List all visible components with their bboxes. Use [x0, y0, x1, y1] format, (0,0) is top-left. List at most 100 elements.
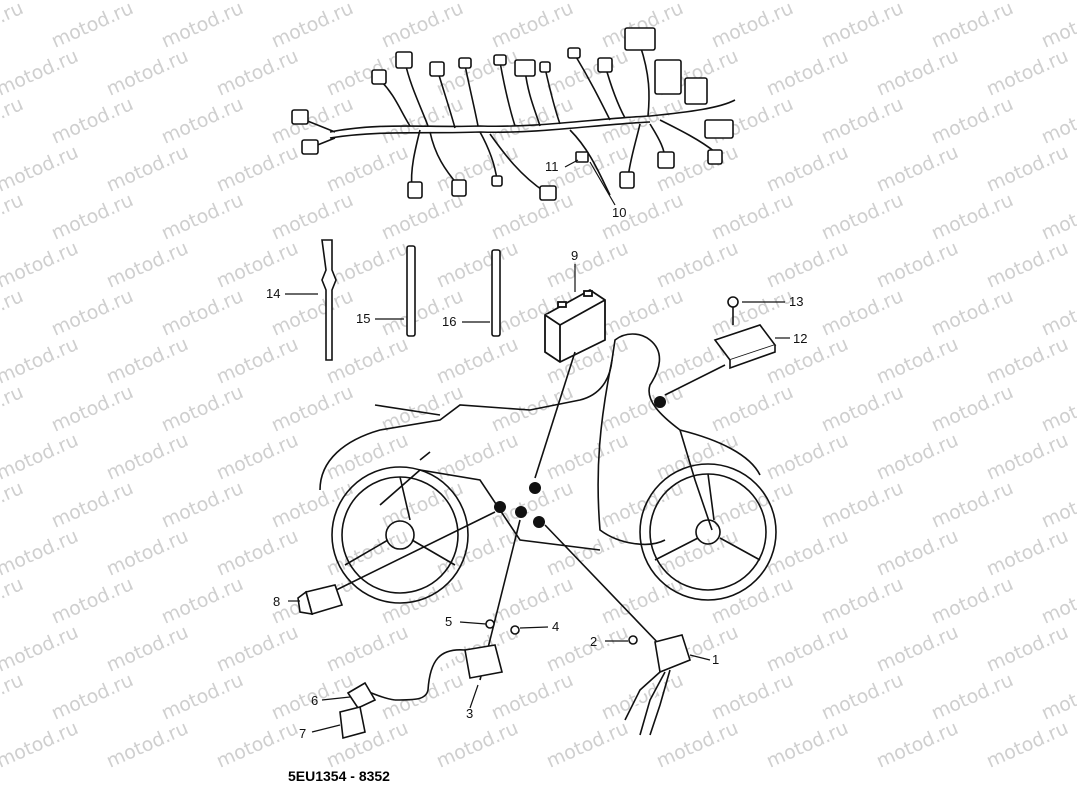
watermark-text: motod.ru: [158, 573, 247, 629]
callout-2: 2: [590, 634, 597, 649]
watermark-text: motod.ru: [928, 189, 1017, 245]
callout-14: 14: [266, 286, 280, 301]
watermark-text: motod.ru: [103, 141, 192, 197]
watermark-text: motod.ru: [158, 93, 247, 149]
watermark-text: motod.ru: [983, 333, 1072, 389]
watermark-text: motod.ru: [268, 0, 357, 53]
watermark-text: motod.ru: [653, 237, 742, 293]
watermark-text: motod.ru: [103, 621, 192, 677]
watermark-text: motod.ru: [543, 525, 632, 581]
watermark-text: motod.ru: [0, 381, 27, 437]
watermark-text: motod.ru: [928, 669, 1017, 725]
watermark-text: motod.ru: [0, 237, 82, 293]
watermark-text: motod.ru: [818, 381, 907, 437]
watermark-text: motod.ru: [378, 285, 467, 341]
watermark-text: motod.ru: [818, 93, 907, 149]
watermark-text: motod.ru: [763, 429, 852, 485]
watermark-text: motod.ru: [48, 93, 137, 149]
callout-5: 5: [445, 614, 452, 629]
watermark-text: motod.ru: [0, 45, 82, 101]
mounting-points: [494, 396, 666, 528]
watermark-text: motod.ru: [268, 381, 357, 437]
watermark-text: motod.ru: [1038, 0, 1077, 53]
watermark-text: motod.ru: [0, 141, 82, 197]
watermark-text: motod.ru: [488, 0, 577, 53]
watermark-text: motod.ru: [708, 381, 797, 437]
callout-11: 11: [545, 159, 559, 174]
watermark-text: motod.ru: [213, 333, 302, 389]
watermark-text: motod.ru: [48, 477, 137, 533]
watermark-text: motod.ru: [48, 285, 137, 341]
watermark-text: motod.ru: [1038, 189, 1077, 245]
watermark-text: motod.ru: [763, 237, 852, 293]
watermark-text: motod.ru: [1038, 669, 1077, 725]
watermark-text: motod.ru: [983, 525, 1072, 581]
watermark-text: motod.ru: [378, 0, 467, 53]
watermark-text: motod.ru: [818, 0, 907, 53]
watermark-text: motod.ru: [158, 477, 247, 533]
watermark-text: motod.ru: [433, 525, 522, 581]
watermark-text: motod.ru: [873, 237, 962, 293]
cdi-unit-1: [624, 634, 691, 736]
watermark-text: motod.ru: [543, 45, 632, 101]
watermark-text: motod.ru: [0, 189, 27, 245]
watermark-text: motod.ru: [213, 45, 302, 101]
watermark-text: motod.ru: [433, 333, 522, 389]
watermark-text: motod.ru: [928, 477, 1017, 533]
callout-6: 6: [311, 693, 318, 708]
watermark-text: motod.ru: [268, 189, 357, 245]
watermark-text: motod.ru: [928, 285, 1017, 341]
watermark-text: motod.ru: [158, 285, 247, 341]
watermark-text: motod.ru: [378, 573, 467, 629]
watermark-text: motod.ru: [1038, 573, 1077, 629]
watermark-text: motod.ru: [708, 573, 797, 629]
watermark-text: motod.ru: [48, 0, 137, 53]
watermark-text: motod.ru: [873, 525, 962, 581]
watermark-text: motod.ru: [323, 621, 412, 677]
watermark-text: motod.ru: [433, 717, 522, 773]
watermark-text: motod.ru: [268, 285, 357, 341]
watermark-text: motod.ru: [433, 429, 522, 485]
watermark-text: motod.ru: [928, 381, 1017, 437]
watermark-text: motod.ru: [818, 573, 907, 629]
watermark-text: motod.ru: [873, 717, 962, 773]
watermark-text: motod.ru: [1038, 285, 1077, 341]
cable-ties: [321, 239, 501, 361]
callout-labels: 1 2 3 4 5 6 7 8 9 10 11 12 13 14 15 16: [266, 159, 807, 741]
watermark-text: motod.ru: [873, 141, 962, 197]
callout-3: 3: [466, 706, 473, 721]
watermark-text: motod.ru: [488, 669, 577, 725]
watermark-text: motod.ru: [873, 45, 962, 101]
harness-connectors: [291, 27, 734, 201]
scooter-outline: [319, 333, 777, 604]
watermark-text: motod.ru: [763, 717, 852, 773]
watermark-text: motod.ru: [708, 189, 797, 245]
watermark-text: motod.ru: [0, 621, 82, 677]
watermark-text: motod.ru: [598, 285, 687, 341]
watermark-text: motod.ru: [0, 525, 82, 581]
watermark-text: motod.ru: [708, 669, 797, 725]
watermark-text: motod.ru: [0, 717, 82, 773]
watermark-text: motod.ru: [983, 717, 1072, 773]
watermark-text: motod.ru: [873, 621, 962, 677]
watermark-text: motod.ru: [0, 333, 82, 389]
watermark-text: motod.ru: [653, 717, 742, 773]
watermark-text: motod.ru: [0, 93, 27, 149]
watermark-text: motod.ru: [818, 477, 907, 533]
watermark-text: motod.ru: [873, 333, 962, 389]
watermark-text: motod.ru: [1038, 381, 1077, 437]
watermark-text: motod.ru: [0, 573, 27, 629]
callout-8: 8: [273, 594, 280, 609]
watermark-text: motod.ru: [983, 45, 1072, 101]
watermark-text: motod.ru: [323, 237, 412, 293]
callout-leaders: [285, 159, 790, 733]
relay-8: [297, 584, 344, 616]
watermark-text: motod.ru: [48, 189, 137, 245]
watermark-text: motod.ru: [818, 669, 907, 725]
watermark-text: motod.ru: [213, 621, 302, 677]
watermark-text: motod.ru: [818, 285, 907, 341]
watermark-text: motod.ru: [873, 429, 962, 485]
watermark-text: motod.ru: [983, 237, 1072, 293]
watermark-text: motod.ru: [0, 429, 82, 485]
